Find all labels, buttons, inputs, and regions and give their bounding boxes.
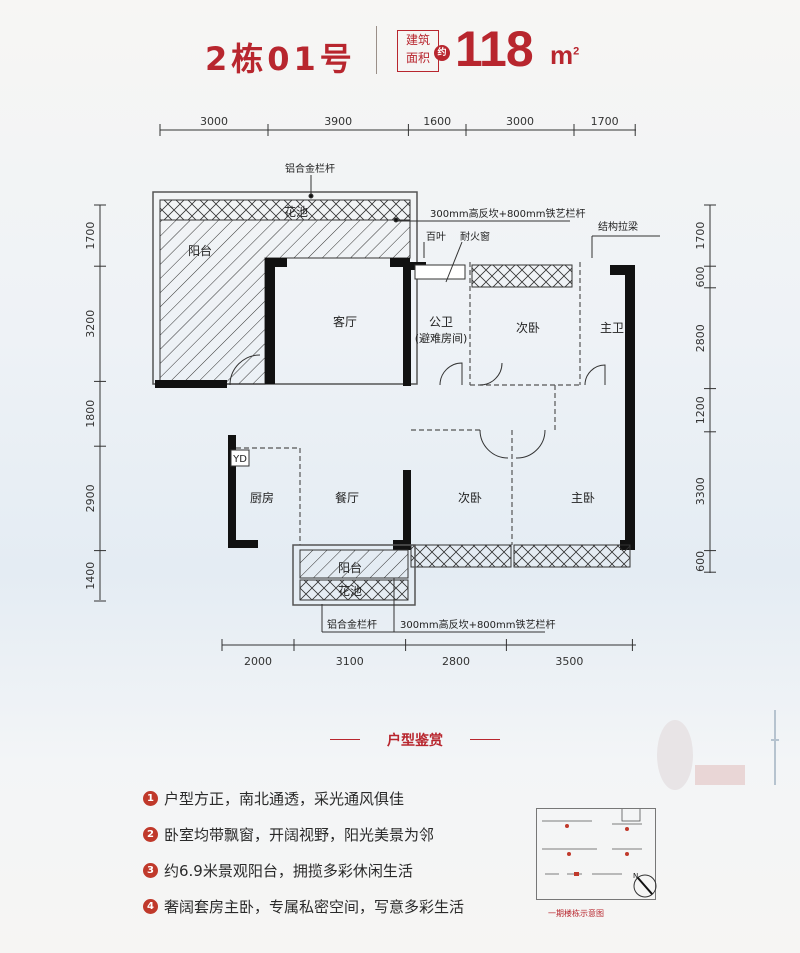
room-kitchen: 厨房 bbox=[250, 490, 274, 505]
doors bbox=[229, 354, 606, 459]
dimension-label: 3500 bbox=[555, 655, 583, 668]
dimension-label: 1400 bbox=[84, 562, 97, 590]
balcony-south-outline bbox=[292, 544, 416, 606]
dimension-label: 3000 bbox=[506, 115, 534, 128]
room-flower-bed-south: 花池 bbox=[338, 583, 362, 598]
dimension-label: 2800 bbox=[694, 324, 707, 352]
dimension-label: 3000 bbox=[200, 115, 228, 128]
dimension-label: 2000 bbox=[244, 655, 272, 668]
room-labels: 阳台 花池 客厅 公卫 (避难房间) 次卧 主卫 厨房 餐厅 次卧 主卧 阳台 … bbox=[188, 204, 624, 598]
flower-bed-south bbox=[299, 579, 409, 601]
room-public-bath: 公卫 bbox=[429, 315, 453, 329]
north-arrow-icon: N bbox=[633, 872, 657, 898]
note-fire-window: 耐火窗 bbox=[460, 230, 490, 243]
feature-text: 户型方正，南北通透，采光通风俱佳 bbox=[164, 789, 405, 808]
feature-item: 4 奢阔套房主卧，专属私密空间，写意多彩生活 bbox=[143, 888, 464, 924]
room-refuge: (避难房间) bbox=[415, 331, 468, 345]
balcony-north-outline bbox=[152, 191, 418, 385]
feature-number: 3 bbox=[143, 862, 158, 878]
feature-text: 卧室均带飘窗，开阔视野，阳光美景为邻 bbox=[164, 825, 435, 844]
features-heading: 户型鉴赏 bbox=[330, 730, 500, 750]
note-curb-railing-bottom: 300mm高反坎+800mm铁艺栏杆 bbox=[400, 618, 556, 631]
feature-item: 1 户型方正，南北通透，采光通风俱佳 bbox=[143, 780, 464, 816]
feature-item: 2 卧室均带飘窗，开阔视野，阳光美景为邻 bbox=[143, 816, 464, 852]
dimension-label: 3200 bbox=[84, 310, 97, 338]
dimension-label: 1700 bbox=[84, 222, 97, 250]
partitions bbox=[236, 262, 581, 545]
approx-badge: 约 bbox=[434, 45, 450, 61]
feature-number: 2 bbox=[143, 826, 158, 842]
key-map-caption: 一期楼栋示意图 bbox=[548, 909, 604, 918]
dimension-label: 600 bbox=[694, 267, 707, 288]
dimension-lines bbox=[94, 124, 716, 651]
leader-lines bbox=[308, 175, 660, 633]
dimension-label: 1600 bbox=[423, 115, 451, 128]
bay-window-north bbox=[471, 264, 573, 288]
note-louver: 百叶 bbox=[426, 231, 446, 243]
room-second-bedroom-north: 次卧 bbox=[516, 321, 540, 335]
feature-text: 奢阔套房主卧，专属私密空间，写意多彩生活 bbox=[164, 897, 465, 916]
feature-number: 4 bbox=[143, 898, 158, 914]
yd-label: YD bbox=[232, 454, 247, 465]
room-second-bedroom-south: 次卧 bbox=[458, 491, 482, 505]
area-unit-sup: 2 bbox=[573, 45, 580, 58]
dimension-label: 2900 bbox=[84, 484, 97, 512]
annotations: 铝合金栏杆 300mm高反坎+800mm铁艺栏杆 百叶 耐火窗 结构拉梁 铝合金… bbox=[285, 162, 638, 631]
dimension-label: 3900 bbox=[324, 115, 352, 128]
area-label-line2: 面积 bbox=[405, 51, 430, 65]
area-unit: m2 bbox=[550, 40, 579, 71]
skyline-decoration bbox=[657, 710, 779, 790]
dimension-label: 1700 bbox=[694, 222, 707, 250]
note-alu-railing-bottom: 铝合金栏杆 bbox=[327, 618, 377, 631]
divider bbox=[376, 26, 377, 74]
dimension-label: 1800 bbox=[84, 400, 97, 428]
room-dining: 餐厅 bbox=[335, 490, 359, 505]
dimension-label: 2800 bbox=[442, 655, 470, 668]
area-unit-m: m bbox=[550, 40, 574, 70]
note-beam: 结构拉梁 bbox=[598, 220, 638, 233]
bay-window-south-2 bbox=[513, 544, 631, 568]
bay-window-south-1 bbox=[410, 544, 512, 568]
area-label-line1: 建筑 bbox=[405, 33, 430, 47]
area-value: 118 bbox=[455, 21, 534, 77]
note-curb-railing-top: 300mm高反坎+800mm铁艺栏杆 bbox=[430, 207, 586, 220]
dimension-label: 3100 bbox=[336, 655, 364, 668]
room-master-bedroom: 主卧 bbox=[571, 491, 595, 505]
room-balcony-south: 阳台 bbox=[338, 560, 362, 575]
room-master-bath: 主卫 bbox=[600, 321, 624, 335]
dimension-label: 1200 bbox=[694, 396, 707, 424]
balcony-south bbox=[299, 549, 409, 579]
site-key-map bbox=[536, 808, 656, 900]
room-flower-bed-north: 花池 bbox=[284, 204, 308, 219]
dimension-label: 600 bbox=[694, 551, 707, 572]
louver-box bbox=[414, 264, 466, 280]
feature-item: 3 约6.9米景观阳台，拥揽多彩休闲生活 bbox=[143, 852, 464, 888]
yd-box bbox=[230, 449, 250, 467]
room-balcony-north: 阳台 bbox=[188, 243, 212, 258]
walls bbox=[155, 258, 635, 550]
dimension-label: 1700 bbox=[591, 115, 619, 128]
note-alu-railing-top: 铝合金栏杆 bbox=[285, 162, 335, 175]
feature-text: 约6.9米景观阳台，拥揽多彩休闲生活 bbox=[164, 861, 413, 880]
room-living: 客厅 bbox=[333, 314, 357, 329]
unit-title: 2栋01号 bbox=[205, 40, 356, 78]
feature-number: 1 bbox=[143, 790, 158, 806]
dimension-label: 3300 bbox=[694, 477, 707, 505]
north-label: N bbox=[633, 872, 638, 880]
